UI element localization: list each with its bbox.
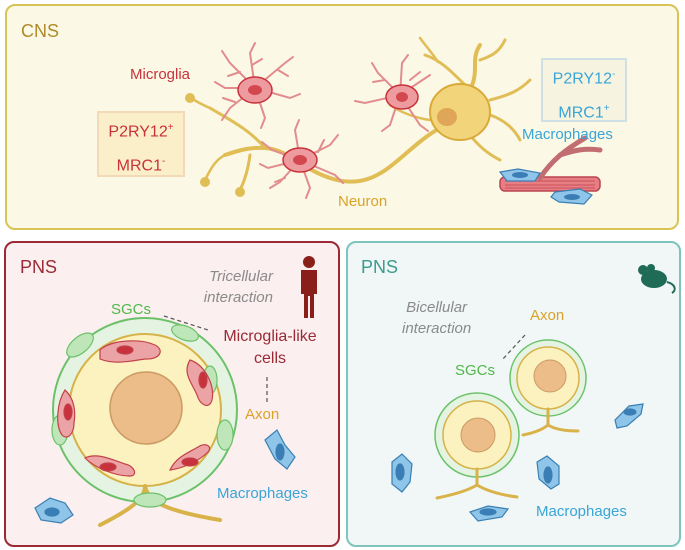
mouse-axon-connector: [501, 334, 526, 361]
microglia-label: Microglia: [130, 66, 191, 83]
cns-macrophages-label: Macrophages: [522, 126, 613, 143]
neuron-label: Neuron: [338, 193, 388, 210]
mouse-macrophages: [391, 403, 644, 522]
neuron-soma: [429, 83, 491, 141]
cns-title: CNS: [21, 21, 60, 41]
human-sgcs-label: SGCs: [111, 301, 152, 318]
mouse-axon-label: Axon: [530, 307, 565, 324]
neuron-nucleus: [437, 108, 457, 126]
human-macrophages-label: Macrophages: [217, 485, 308, 502]
microglia-cells: [214, 42, 431, 199]
human-microglia-like-cells: [57, 340, 214, 477]
macrophage-marker-box: P2RY12- MRC1+: [541, 58, 627, 122]
macrophage-cells-cns: [498, 168, 593, 205]
blood-vessel: [499, 135, 603, 192]
mouse-sgcs-label: SGCs: [455, 362, 496, 379]
human-icon: [301, 256, 317, 318]
sgc-connector: [163, 315, 209, 331]
mouse-neuron-somas: [434, 339, 587, 500]
mouse-icon: [638, 264, 676, 294]
microglia-marker-box: P2RY12+ MRC1-: [97, 111, 185, 177]
pns-mouse-title: PNS: [361, 257, 399, 277]
mouse-macrophages-label: Macrophages: [536, 503, 627, 520]
human-macrophages: [34, 429, 296, 524]
human-axon-label: Axon: [245, 406, 280, 423]
pns-human-title: PNS: [20, 257, 58, 277]
